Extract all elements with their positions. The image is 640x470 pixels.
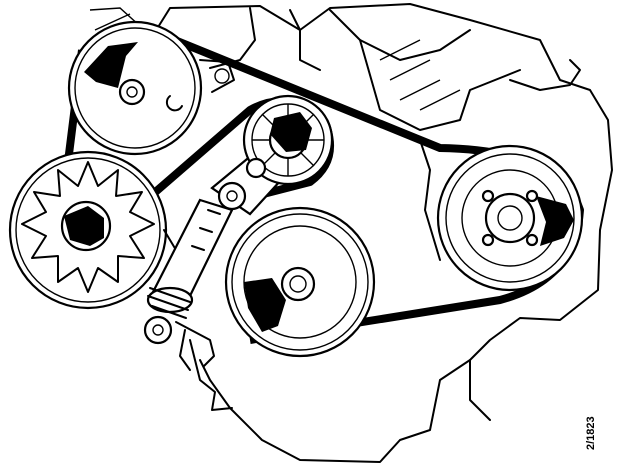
damper-rod — [143, 198, 234, 367]
rotation-arrow-icon — [270, 112, 312, 152]
rotation-arrow-icon — [536, 196, 574, 246]
rotation-arrow-icon — [84, 42, 138, 88]
engine-block-outline — [89, 3, 613, 463]
figure-reference-code-text: 2/1823 — [585, 416, 597, 450]
crankshaft-pulley — [436, 144, 584, 292]
alternator — [8, 150, 177, 310]
power-steering-pulley — [67, 20, 235, 156]
rotation-arrow-icon — [244, 278, 286, 332]
belt-tensioner — [210, 94, 334, 216]
rotation-arrow-icon — [64, 206, 104, 246]
figure-reference-code: 2/1823 — [585, 416, 597, 450]
water-pump-pulley — [224, 206, 376, 358]
